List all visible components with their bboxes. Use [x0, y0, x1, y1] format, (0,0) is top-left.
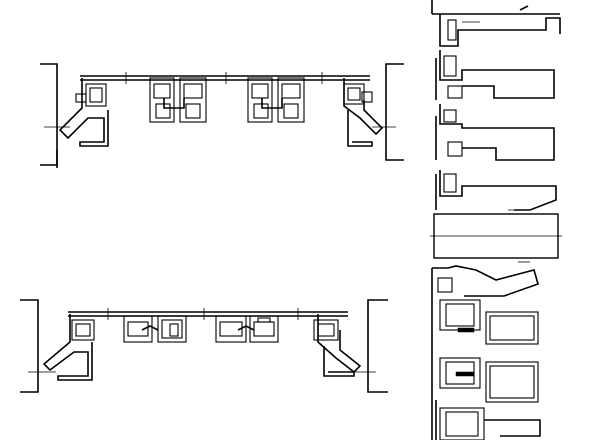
sash-rail-4	[439, 299, 539, 345]
sash-profile-4-lower	[249, 315, 279, 343]
sash-profile-2-lower	[157, 315, 187, 343]
plan-section-lower	[20, 299, 388, 393]
sash-profile-3-lower	[215, 315, 255, 343]
sash-profile-2-upper	[179, 77, 207, 123]
vertical-head	[431, 0, 561, 47]
head-rail-upper	[80, 72, 370, 84]
left-frame-profile-upper	[58, 78, 109, 147]
sill-rail-1	[431, 261, 539, 440]
sash-profile-4-upper	[277, 77, 305, 123]
right-frame-profile-upper	[343, 78, 384, 147]
right-wall-jamb-upper	[372, 63, 404, 161]
sash-profile-1-upper	[149, 77, 185, 123]
sash-rail-3	[435, 170, 557, 211]
sash-profile-1-lower	[123, 315, 159, 343]
glazing-panel	[430, 213, 562, 259]
right-frame-profile-lower	[313, 314, 362, 377]
left-wall-jamb-lower	[20, 299, 56, 393]
right-wall-jamb-lower	[340, 299, 388, 393]
sash-rail-6	[435, 400, 541, 440]
vertical-section	[430, 0, 562, 440]
plan-section-upper	[40, 63, 404, 168]
left-frame-profile-lower	[42, 314, 95, 381]
left-wall-jamb-upper	[40, 63, 70, 168]
sash-profile-3-upper	[247, 77, 283, 123]
head-rail-lower	[68, 308, 348, 320]
sash-rail-5	[439, 357, 539, 403]
sash-rail-1	[435, 50, 555, 100]
sash-rail-2	[435, 104, 555, 161]
